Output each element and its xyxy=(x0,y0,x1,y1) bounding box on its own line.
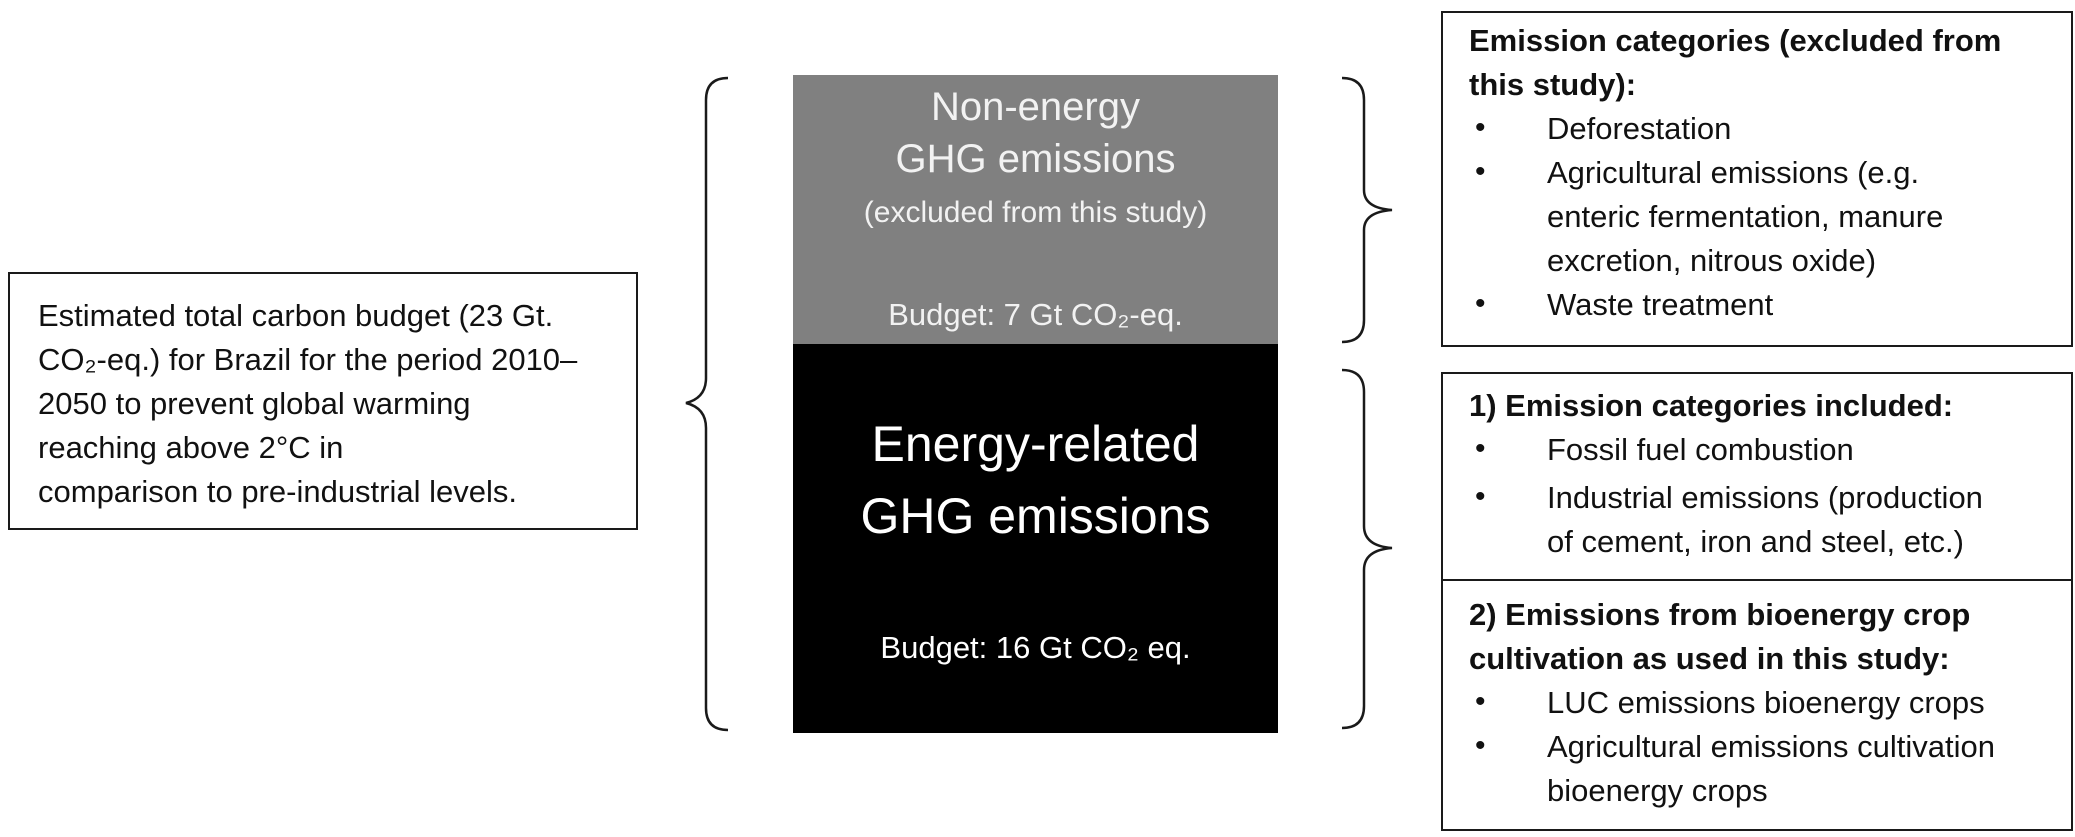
energy-title-1: Energy-related xyxy=(871,416,1200,472)
bullet-icon: • xyxy=(1475,480,1486,513)
included-item-fossil: Fossil fuel combustion xyxy=(1547,432,1854,467)
bullet-icon: • xyxy=(1475,685,1486,718)
included-heading: 1) Emission categories included: xyxy=(1469,388,1954,423)
bioenergy-heading-2: cultivation as used in this study: xyxy=(1469,641,1950,676)
carbon-budget-line-3: 2050 to prevent global warming xyxy=(38,386,471,421)
included-item-industrial-2: of cement, iron and steel, etc.) xyxy=(1547,524,1964,559)
excluded-item-deforestation: Deforestation xyxy=(1547,111,1732,146)
non-energy-budget: Budget: 7 Gt CO₂-eq. xyxy=(888,297,1183,332)
carbon-budget-line-2: CO₂-eq.) for Brazil for the period 2010– xyxy=(38,342,578,377)
right-top-bracket xyxy=(1341,76,1393,344)
carbon-budget-box: Estimated total carbon budget (23 Gt. CO… xyxy=(8,272,638,530)
excluded-heading-1: Emission categories (excluded from xyxy=(1469,23,2002,58)
energy-related-block: Energy-related GHG emissions Budget: 16 … xyxy=(793,344,1278,733)
non-energy-block: Non-energy GHG emissions (excluded from … xyxy=(793,75,1278,344)
included-categories-box: 1) Emission categories included: • Fossi… xyxy=(1441,372,2073,579)
bullet-icon: • xyxy=(1475,111,1486,144)
bioenergy-item-luc: LUC emissions bioenergy crops xyxy=(1547,685,1985,720)
bullet-icon: • xyxy=(1475,432,1486,465)
carbon-budget-line-1: Estimated total carbon budget (23 Gt. xyxy=(38,298,554,333)
carbon-budget-line-5: comparison to pre-industrial levels. xyxy=(38,474,517,509)
bioenergy-item-agricultural-2: bioenergy crops xyxy=(1547,773,1768,808)
excluded-categories-box: Emission categories (excluded from this … xyxy=(1441,11,2073,347)
carbon-budget-line-4: reaching above 2°C in xyxy=(38,430,344,465)
bioenergy-emissions-box: 2) Emissions from bioenergy crop cultiva… xyxy=(1441,579,2073,831)
energy-title-2: GHG emissions xyxy=(860,488,1211,544)
excluded-item-agricultural-1: Agricultural emissions (e.g. xyxy=(1547,155,1920,190)
left-bracket xyxy=(685,76,729,732)
non-energy-subtitle: (excluded from this study) xyxy=(863,196,1208,229)
bullet-icon: • xyxy=(1475,729,1486,762)
non-energy-title-1: Non-energy xyxy=(930,85,1140,129)
excluded-heading-2: this study): xyxy=(1469,67,1637,102)
bioenergy-heading-1: 2) Emissions from bioenergy crop xyxy=(1469,597,1971,632)
excluded-item-waste: Waste treatment xyxy=(1547,287,1774,322)
energy-budget: Budget: 16 Gt CO₂ eq. xyxy=(880,630,1191,665)
excluded-item-agricultural-3: excretion, nitrous oxide) xyxy=(1547,243,1877,278)
right-bottom-bracket xyxy=(1341,368,1393,730)
bullet-icon: • xyxy=(1475,287,1486,320)
bullet-icon: • xyxy=(1475,155,1486,188)
non-energy-title-2: GHG emissions xyxy=(895,137,1176,181)
bioenergy-item-agricultural-1: Agricultural emissions cultivation xyxy=(1547,729,1995,764)
included-item-industrial-1: Industrial emissions (production xyxy=(1547,480,1983,515)
excluded-item-agricultural-2: enteric fermentation, manure xyxy=(1547,199,1944,234)
